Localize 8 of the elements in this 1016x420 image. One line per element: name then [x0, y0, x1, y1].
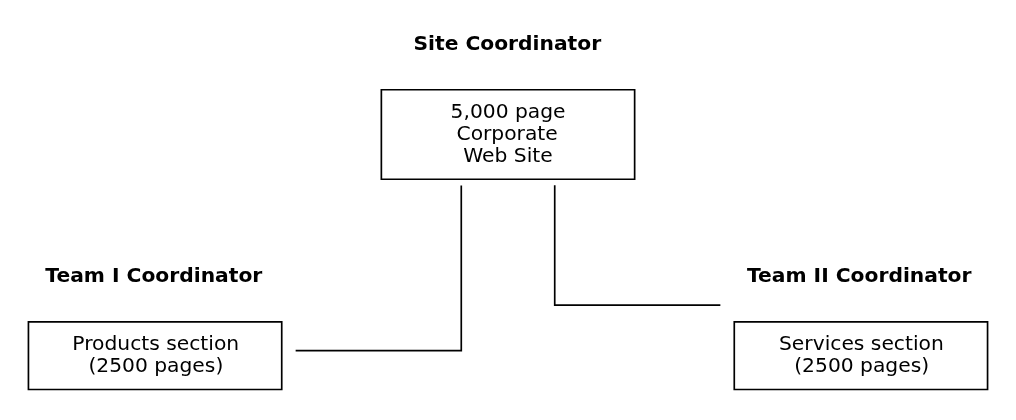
node-box: Products section (2500 pages) [27, 320, 283, 390]
node-box: Services section (2500 pages) [733, 320, 989, 390]
connector [553, 183, 722, 306]
node-label: Site Coordinator [413, 30, 602, 55]
connector [294, 184, 463, 351]
node-box: 5,000 page Corporate Web Site [380, 88, 636, 180]
node-label: Team II Coordinator [746, 262, 972, 287]
node-label: Team I Coordinator [45, 262, 263, 287]
